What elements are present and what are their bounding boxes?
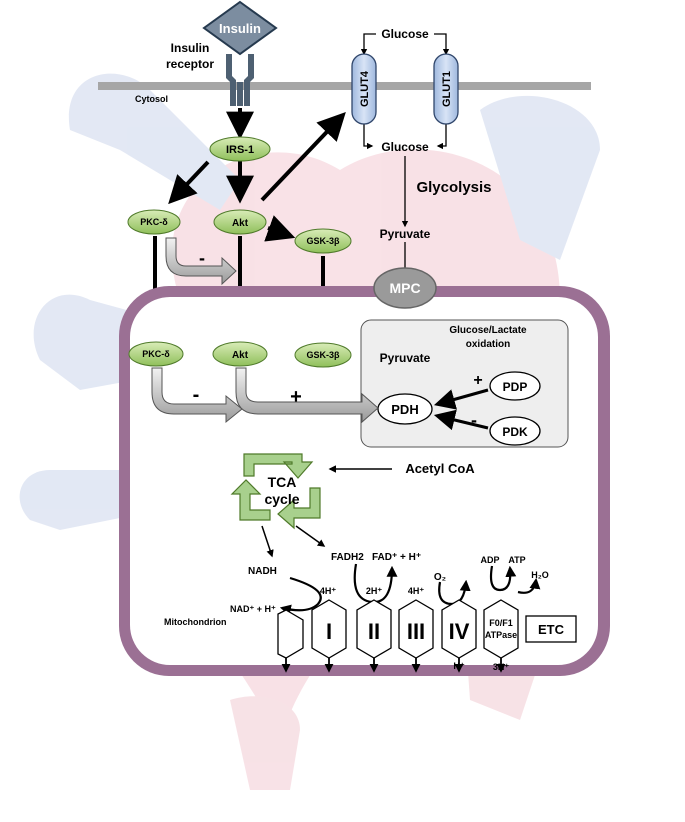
arrow-water-release: [517, 577, 541, 594]
fad-label: FAD⁺ + H⁺: [372, 552, 421, 563]
oxygen-label: O₂: [434, 572, 446, 583]
arrow-nadh-oxidation: [279, 576, 322, 616]
cytosol-label: Cytosol: [135, 94, 168, 104]
arrow-pdp-activates-pdh: [433, 388, 489, 410]
glut4-transporter: GLUT4: [351, 53, 377, 125]
pdh-enzyme: [377, 393, 433, 425]
mitochondrion-label: Mitochondrion: [164, 617, 227, 627]
adp-label: ADP: [480, 555, 499, 565]
tca-label-line1: TCA: [268, 474, 297, 490]
proton-label-complex-iii: 4H⁺: [408, 586, 425, 596]
oxidation-box-title-line2: oxidation: [466, 339, 510, 350]
nad-label: NAD⁺ + H⁺: [230, 604, 276, 614]
pdp-label: PDP: [503, 380, 528, 394]
minus-sign-mito: -: [193, 384, 200, 406]
arrow-pdk-inhibits-pdh: [433, 409, 489, 431]
plasma-membrane: [98, 82, 591, 90]
akt-cytosol-oval: [213, 209, 267, 235]
mpc-label: MPC: [389, 280, 420, 296]
grey-arrow-pkc-inhibits-pdh-pathway: [151, 367, 243, 424]
glut4-label: GLUT4: [359, 70, 371, 107]
complex-ii-label: II: [368, 619, 380, 644]
proton-label-complex-i: 4H⁺: [320, 586, 337, 596]
outer-hexagon-left: [277, 609, 304, 659]
pkc-cytosol-label: PKC-δ: [140, 217, 168, 227]
mpc-carrier: [373, 267, 437, 309]
complex-iv-label: IV: [449, 619, 470, 644]
proton-label-complex-iv: H⁺: [453, 661, 464, 671]
grey-arrow-pkc-inhibits-akt: [165, 237, 237, 286]
glycolysis-label: Glycolysis: [416, 179, 491, 196]
pdh-label: PDH: [391, 402, 418, 417]
pkc-cytosol-oval: [127, 209, 181, 235]
atpase-label-line1: F0/F1: [489, 618, 513, 628]
tca-cycle-arrows: [230, 453, 321, 530]
etc-label: ETC: [538, 622, 565, 637]
arrow-glut1-release: [436, 124, 447, 150]
etc-label-box: [525, 615, 577, 643]
pkc-mito-label: PKC-δ: [142, 349, 170, 359]
nadh-label: NADH: [248, 566, 277, 577]
atp-label: ATP: [508, 555, 525, 565]
fadh2-label: FADH2: [331, 552, 364, 563]
arrow-glut4-release: [363, 124, 374, 150]
etc-complexes: [277, 599, 519, 659]
pdp-plus-sign: +: [473, 372, 482, 389]
pdk-enzyme: [489, 416, 541, 446]
arrow-adp-to-atp: [489, 565, 517, 592]
grey-arrow-akt-activates-pdh: [235, 367, 379, 424]
pkc-mito-oval: [128, 341, 184, 367]
insulin-label: Insulin: [219, 21, 261, 36]
water-label: H₂O: [531, 570, 549, 580]
pdp-enzyme: [489, 371, 541, 401]
insulin-hormone-diamond: [202, 0, 278, 56]
arrow-irs1-to-pkc: [168, 160, 210, 205]
gsk-cytosol-oval: [294, 228, 352, 254]
arrow-tca-to-fadh2: [295, 525, 326, 547]
acetyl-coa-label: Acetyl CoA: [405, 461, 475, 476]
complex-iii-label: III: [407, 619, 425, 644]
complex-i-label: I: [326, 619, 332, 644]
pdk-label: PDK: [502, 425, 528, 439]
gsk-cytosol-label: GSK-3β: [307, 236, 341, 246]
insulin-receptor-label-line2: receptor: [166, 57, 214, 71]
pyruvate-cytosol-label: Pyruvate: [380, 227, 431, 241]
arrow-tca-to-nadh: [261, 525, 274, 558]
arrow-glucose-into-glut1: [434, 33, 450, 56]
insulin-receptor-label-line1: Insulin: [171, 41, 210, 55]
insulin-receptor-icon: [226, 54, 254, 106]
atp-synthase-hexagon: [483, 599, 519, 659]
oxidation-box-title-line1: Glucose/Lactate: [449, 325, 527, 336]
proton-label-complex-ii: 2H⁺: [366, 586, 383, 596]
proton-label-atpase: 3H⁺: [493, 662, 510, 672]
tca-label-line2: cycle: [264, 491, 299, 507]
akt-mito-oval: [212, 341, 268, 367]
plus-sign-mito: +: [290, 386, 302, 408]
pdk-minus-sign: -: [471, 410, 477, 430]
gsk-mito-oval: [294, 342, 352, 368]
akt-cytosol-label: Akt: [232, 218, 249, 229]
irs1-label: IRS-1: [226, 144, 254, 156]
gsk-mito-label: GSK-3β: [307, 350, 341, 360]
glucose-extracellular-label: Glucose: [381, 27, 429, 41]
glucose-intracellular-label: Glucose: [381, 140, 429, 154]
arrow-akt-to-gsk: [264, 215, 296, 242]
glut1-transporter: GLUT1: [433, 53, 459, 125]
irs1-oval: [209, 136, 271, 162]
arrow-glucose-into-glut4: [360, 33, 376, 56]
atpase-label-line2: ATPase: [485, 630, 517, 640]
minus-sign-cytosol: -: [199, 248, 205, 268]
akt-mito-label: Akt: [232, 350, 249, 361]
arrow-akt-to-glut4: [260, 111, 346, 202]
glut1-label: GLUT1: [441, 71, 453, 107]
pyruvate-mito-label: Pyruvate: [380, 351, 431, 365]
